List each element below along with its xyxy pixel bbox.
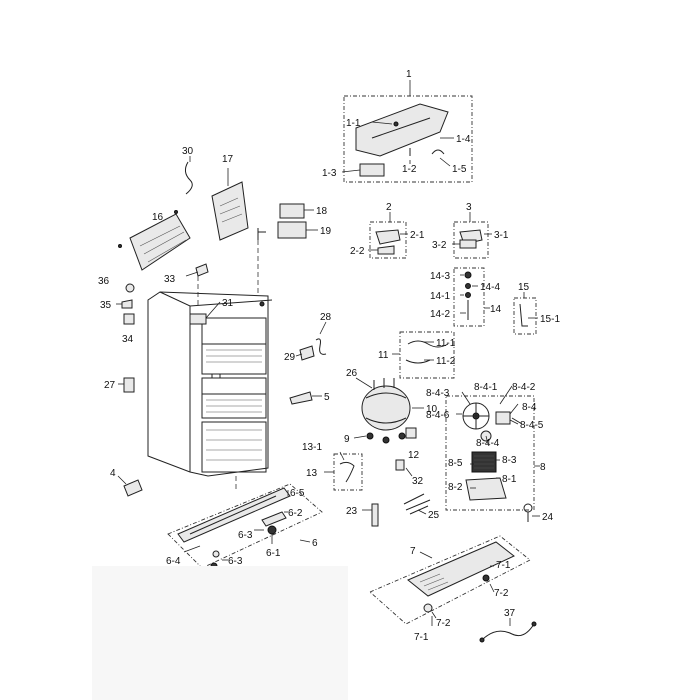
- label-8-4: 8-4: [522, 402, 537, 413]
- part-group-7: [369, 535, 531, 626]
- part-group-15: [513, 292, 538, 335]
- label-6-5: 6-5: [290, 488, 305, 499]
- part-37-harness: [479, 618, 537, 643]
- label-8-5: 8-5: [448, 458, 463, 469]
- label-14-4: 14-4: [480, 282, 500, 293]
- part-group-13: [324, 451, 363, 491]
- label-8-4-4: 8-4-4: [476, 438, 500, 449]
- label-6-3a: 6-3: [238, 530, 253, 541]
- label-1-2: 1-2: [402, 164, 417, 175]
- label-7-1b: 7-1: [414, 632, 429, 643]
- label-32: 32: [412, 476, 424, 487]
- part-group-3: [452, 212, 492, 259]
- label-8-4-5: 8-4-5: [520, 420, 544, 431]
- label-28: 28: [320, 312, 332, 323]
- cabinet-accessories: [116, 156, 540, 527]
- label-29: 29: [284, 352, 296, 363]
- label-26: 26: [346, 368, 358, 379]
- label-11-1: 11-1: [436, 338, 456, 349]
- label-1-1: 1-1: [346, 118, 361, 129]
- label-2: 2: [386, 202, 392, 213]
- label-14: 14: [490, 304, 502, 315]
- label-24: 24: [542, 512, 554, 523]
- refrigerator-cabinet: [147, 240, 273, 492]
- label-16: 16: [152, 212, 164, 223]
- label-23: 23: [346, 506, 358, 517]
- label-8-3: 8-3: [502, 455, 517, 466]
- label-8-4-1: 8-4-1: [474, 382, 498, 393]
- label-6-1: 6-1: [266, 548, 281, 559]
- label-15-1: 15-1: [540, 314, 560, 325]
- label-37: 37: [504, 608, 516, 619]
- label-8-4-6: 8-4-6: [426, 410, 450, 421]
- label-3-2: 3-2: [432, 240, 447, 251]
- faded-region: [92, 566, 348, 700]
- label-1-5: 1-5: [452, 164, 467, 175]
- label-13-1: 13-1: [302, 442, 322, 453]
- label-8-2: 8-2: [448, 482, 463, 493]
- label-1-3: 1-3: [322, 168, 337, 179]
- label-18: 18: [316, 206, 328, 217]
- label-2-2: 2-2: [350, 246, 365, 257]
- label-17: 17: [222, 154, 234, 165]
- label-12: 12: [408, 450, 420, 461]
- part-group-2: [368, 212, 408, 259]
- label-36: 36: [98, 276, 110, 287]
- label-30: 30: [182, 146, 194, 157]
- label-2-1: 2-1: [410, 230, 425, 241]
- compressor: [353, 377, 424, 477]
- label-3: 3: [466, 202, 472, 213]
- label-7-2a: 7-2: [494, 588, 509, 599]
- label-8-4-2: 8-4-2: [512, 382, 536, 393]
- label-6: 6: [312, 538, 318, 549]
- label-14-3: 14-3: [430, 271, 450, 282]
- label-14-2: 14-2: [430, 309, 450, 320]
- label-25: 25: [428, 510, 440, 521]
- label-15: 15: [518, 282, 530, 293]
- label-33: 33: [164, 274, 176, 285]
- label-6-3b: 6-3: [228, 556, 243, 567]
- label-27: 27: [104, 380, 116, 391]
- label-34: 34: [122, 334, 134, 345]
- label-6-4: 6-4: [166, 556, 181, 567]
- label-9: 9: [344, 434, 350, 445]
- part-group-14: [453, 267, 490, 327]
- label-7-1a: 7-1: [496, 560, 511, 571]
- label-31: 31: [222, 298, 234, 309]
- label-7-2b: 7-2: [436, 618, 451, 629]
- label-13: 13: [306, 468, 318, 479]
- label-1: 1: [406, 69, 412, 80]
- label-19: 19: [320, 226, 332, 237]
- label-6-2: 6-2: [288, 508, 303, 519]
- label-3-1: 3-1: [494, 230, 509, 241]
- label-8-4-3: 8-4-3: [426, 388, 450, 399]
- label-8: 8: [540, 462, 546, 473]
- label-14-1: 14-1: [430, 291, 450, 302]
- callout-labels: 1 1-1 1-2 1-3 1-4 1-5 2 2-1 2-2 3 3-1 3-…: [98, 69, 560, 643]
- part-group-6: [167, 483, 323, 570]
- label-35: 35: [100, 300, 112, 311]
- label-7: 7: [410, 546, 416, 557]
- part-group-11: [392, 331, 455, 379]
- label-8-1: 8-1: [502, 474, 517, 485]
- part-group-1: [341, 80, 473, 183]
- part-group-8: [445, 385, 540, 511]
- label-1-4: 1-4: [456, 134, 471, 145]
- label-4: 4: [110, 468, 116, 479]
- label-5: 5: [324, 392, 330, 403]
- label-11-2: 11-2: [436, 356, 456, 367]
- label-11: 11: [378, 350, 389, 361]
- label-10: 10: [426, 404, 438, 415]
